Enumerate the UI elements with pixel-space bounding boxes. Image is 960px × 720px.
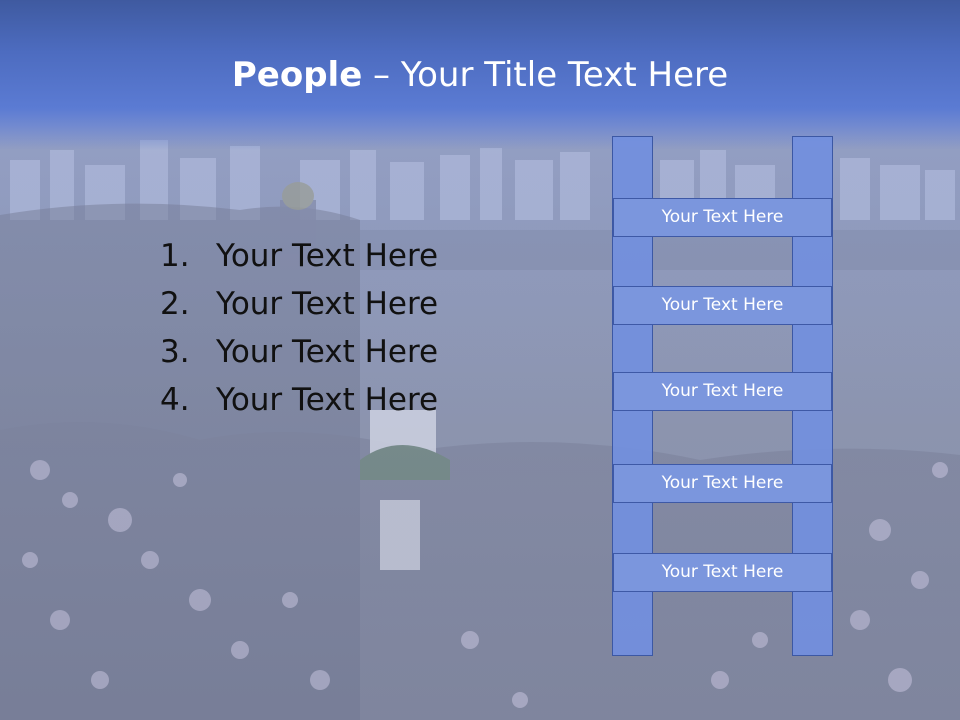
list-item: 4. Your Text Here bbox=[160, 376, 438, 424]
ladder-rung-1: Your Text Here bbox=[613, 198, 832, 237]
list-item: 2. Your Text Here bbox=[160, 280, 438, 328]
slide-title: People – Your Title Text Here bbox=[0, 50, 960, 100]
numbered-list: 1. Your Text Here 2. Your Text Here 3. Your… bbox=[160, 232, 438, 424]
list-item: 1. Your Text Here bbox=[160, 232, 438, 280]
ladder-rung-2: Your Text Here bbox=[613, 286, 832, 325]
list-item-text: Your Text Here bbox=[216, 382, 439, 418]
slide-title-rest: – Your Title Text Here bbox=[362, 55, 729, 95]
ladder-rung-4: Your Text Here bbox=[613, 464, 832, 503]
ladder-rung-3: Your Text Here bbox=[613, 372, 832, 411]
title-band bbox=[0, 0, 960, 150]
list-item-text: Your Text Here bbox=[216, 238, 439, 274]
list-item: 3. Your Text Here bbox=[160, 328, 438, 376]
slide-title-bold: People bbox=[231, 55, 363, 95]
list-item-text: Your Text Here bbox=[216, 286, 439, 322]
list-item-number: 2. bbox=[160, 286, 190, 322]
ladder-rung-5: Your Text Here bbox=[613, 553, 832, 592]
list-item-text: Your Text Here bbox=[216, 334, 439, 370]
list-item-number: 1. bbox=[160, 238, 190, 274]
list-item-number: 4. bbox=[160, 382, 190, 418]
list-item-number: 3. bbox=[160, 334, 190, 370]
